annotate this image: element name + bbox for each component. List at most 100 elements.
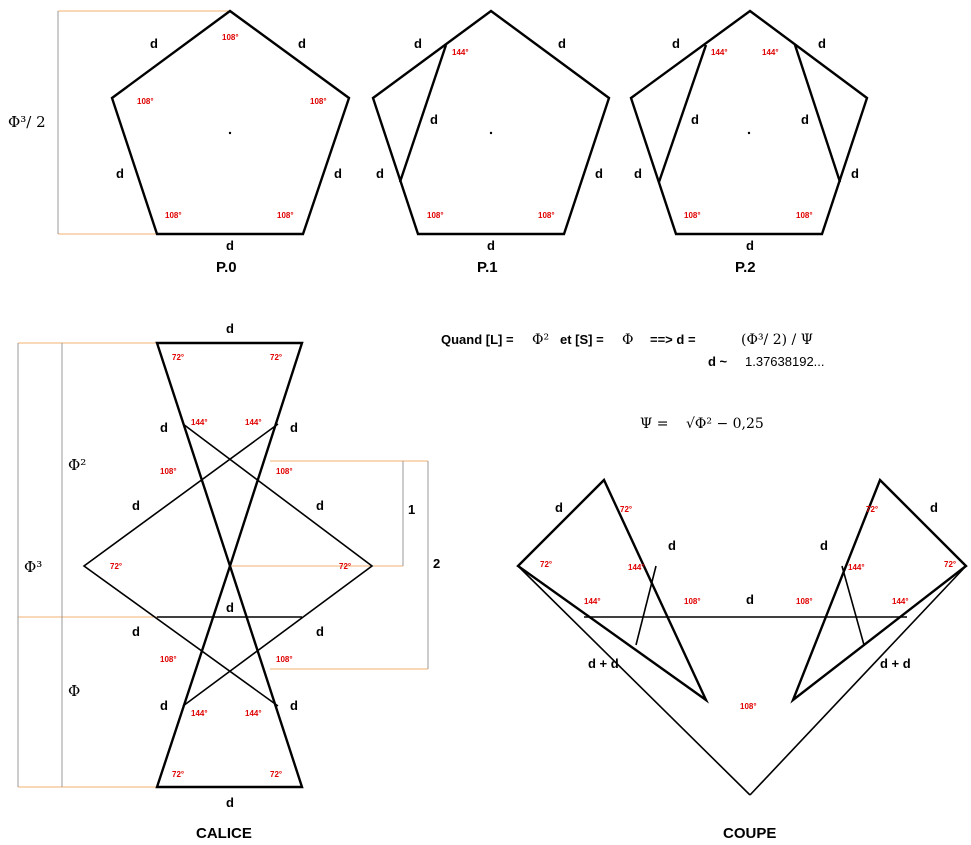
cut-line [793, 44, 842, 183]
edge-label: d [334, 166, 342, 181]
angle-label: 108° [276, 655, 293, 664]
edge-label: d [316, 498, 324, 513]
left-slope [517, 565, 751, 796]
caption-calice: CALICE [196, 825, 252, 842]
edge-label: d [430, 112, 438, 127]
pentagon-p1: d d d d d d 144° 108° 108° P.1 [371, 9, 611, 276]
angle-label: 108° [310, 97, 327, 106]
edge-label: d [851, 166, 859, 181]
angle-label: 108° [137, 97, 154, 106]
angle-label: 72° [172, 353, 184, 362]
angle-label: 108° [684, 597, 701, 606]
angle-label: 144° [711, 48, 728, 57]
edge-label: d [555, 500, 563, 515]
edge-label: d [226, 600, 234, 615]
edge-label: d [226, 238, 234, 253]
angle-label: 108° [222, 33, 239, 42]
d-plus-d-right: d + d [880, 656, 911, 671]
angle-label: 144° [892, 597, 909, 606]
left-triangle [516, 477, 709, 704]
cut-line [398, 44, 448, 183]
angle-label: 144° [584, 597, 601, 606]
edge-label: d [150, 36, 158, 51]
edge-label: d [634, 166, 642, 181]
center-dot [747, 131, 751, 135]
edge-label: d [298, 36, 306, 51]
cut-line [657, 44, 708, 183]
angle-label: 144° [452, 48, 469, 57]
angle-label: 108° [796, 211, 813, 220]
angle-label: 108° [165, 211, 182, 220]
left-inner [635, 565, 657, 646]
angle-label: 144° [628, 563, 645, 572]
formula-et-s: et [S] = [560, 332, 604, 347]
formula-arrow-d: ==> d = [650, 332, 696, 347]
dim-one: 1 [408, 502, 415, 517]
angle-label: 108° [277, 211, 294, 220]
edge-label: d [316, 624, 324, 639]
edge-label: d [668, 538, 676, 553]
caption-coupe: COUPE [723, 825, 776, 842]
angle-label: 72° [110, 562, 122, 571]
edge-label: d [930, 500, 938, 515]
right-inner [841, 565, 865, 646]
angle-label: 144° [762, 48, 779, 57]
formula-psi-expr: √Φ² − 0,25 [686, 416, 764, 432]
angle-label: 108° [276, 467, 293, 476]
center-dot [489, 131, 493, 135]
formula-phi: Φ [622, 332, 633, 348]
angle-label: 108° [796, 597, 813, 606]
edge-label: d [226, 321, 234, 336]
angle-label: 72° [172, 770, 184, 779]
angle-label: 144° [245, 418, 262, 427]
dim-two: 2 [433, 556, 440, 571]
angle-label: 144° [848, 563, 865, 572]
angle-label: 72° [866, 505, 878, 514]
bottom-triangle [155, 562, 304, 789]
angle-label: 108° [427, 211, 444, 220]
edge-label: d [818, 36, 826, 51]
coupe-figure: d d d d d d + d d + d 72° 72° 72° 72° 14… [516, 477, 968, 842]
angle-label: 108° [684, 211, 701, 220]
edge-label: d [132, 498, 140, 513]
edge-label: d [414, 36, 422, 51]
angle-label: 72° [270, 353, 282, 362]
pentagon-outline [371, 9, 611, 236]
dim-phi3-half: Φ³/ 2 [8, 113, 46, 131]
pentagon-p0: Φ³/ 2 d d d d d 108° 108° 108° 108° 108°… [8, 9, 351, 276]
edge-label: d [801, 112, 809, 127]
edge-label: d [746, 592, 754, 607]
caption-p2: P.2 [735, 259, 756, 276]
angle-label: 108° [160, 655, 177, 664]
dim-phi3: Φ³ [24, 558, 42, 576]
pentagon-outline [110, 9, 351, 236]
angle-label: 144° [191, 709, 208, 718]
edge-label: d [672, 36, 680, 51]
calice-figure: Φ² Φ³ Φ 1 2 d d d d d d d d d d d 72° 72… [17, 321, 440, 842]
angle-label: 72° [270, 770, 282, 779]
right-triangle [790, 477, 968, 704]
right-slope [749, 565, 967, 796]
formula-quand: Quand [L] = [441, 332, 514, 347]
pentagon-p2: d d d d d d d 144° 144° 108° 108° P.2 [629, 9, 869, 276]
edge-label: d [376, 166, 384, 181]
angle-label: 72° [339, 562, 351, 571]
dim-phi2: Φ² [68, 456, 86, 474]
left-chevron [182, 423, 374, 707]
angle-label: 72° [620, 505, 632, 514]
edge-label: d [290, 698, 298, 713]
angle-label: 108° [740, 702, 757, 711]
edge-label: d [558, 36, 566, 51]
edge-label: d [116, 166, 124, 181]
caption-p0: P.0 [216, 259, 237, 276]
angle-label: 108° [538, 211, 555, 220]
formula-approx-value: 1.37638192... [745, 354, 825, 369]
top-triangle [155, 341, 304, 570]
edge-label: d [746, 238, 754, 253]
edge-label: d [226, 795, 234, 810]
edge-label: d [487, 238, 495, 253]
edge-label: d [691, 112, 699, 127]
formula-expr: (Φ³/ 2) / Ψ [741, 332, 813, 348]
edge-label: d [132, 624, 140, 639]
